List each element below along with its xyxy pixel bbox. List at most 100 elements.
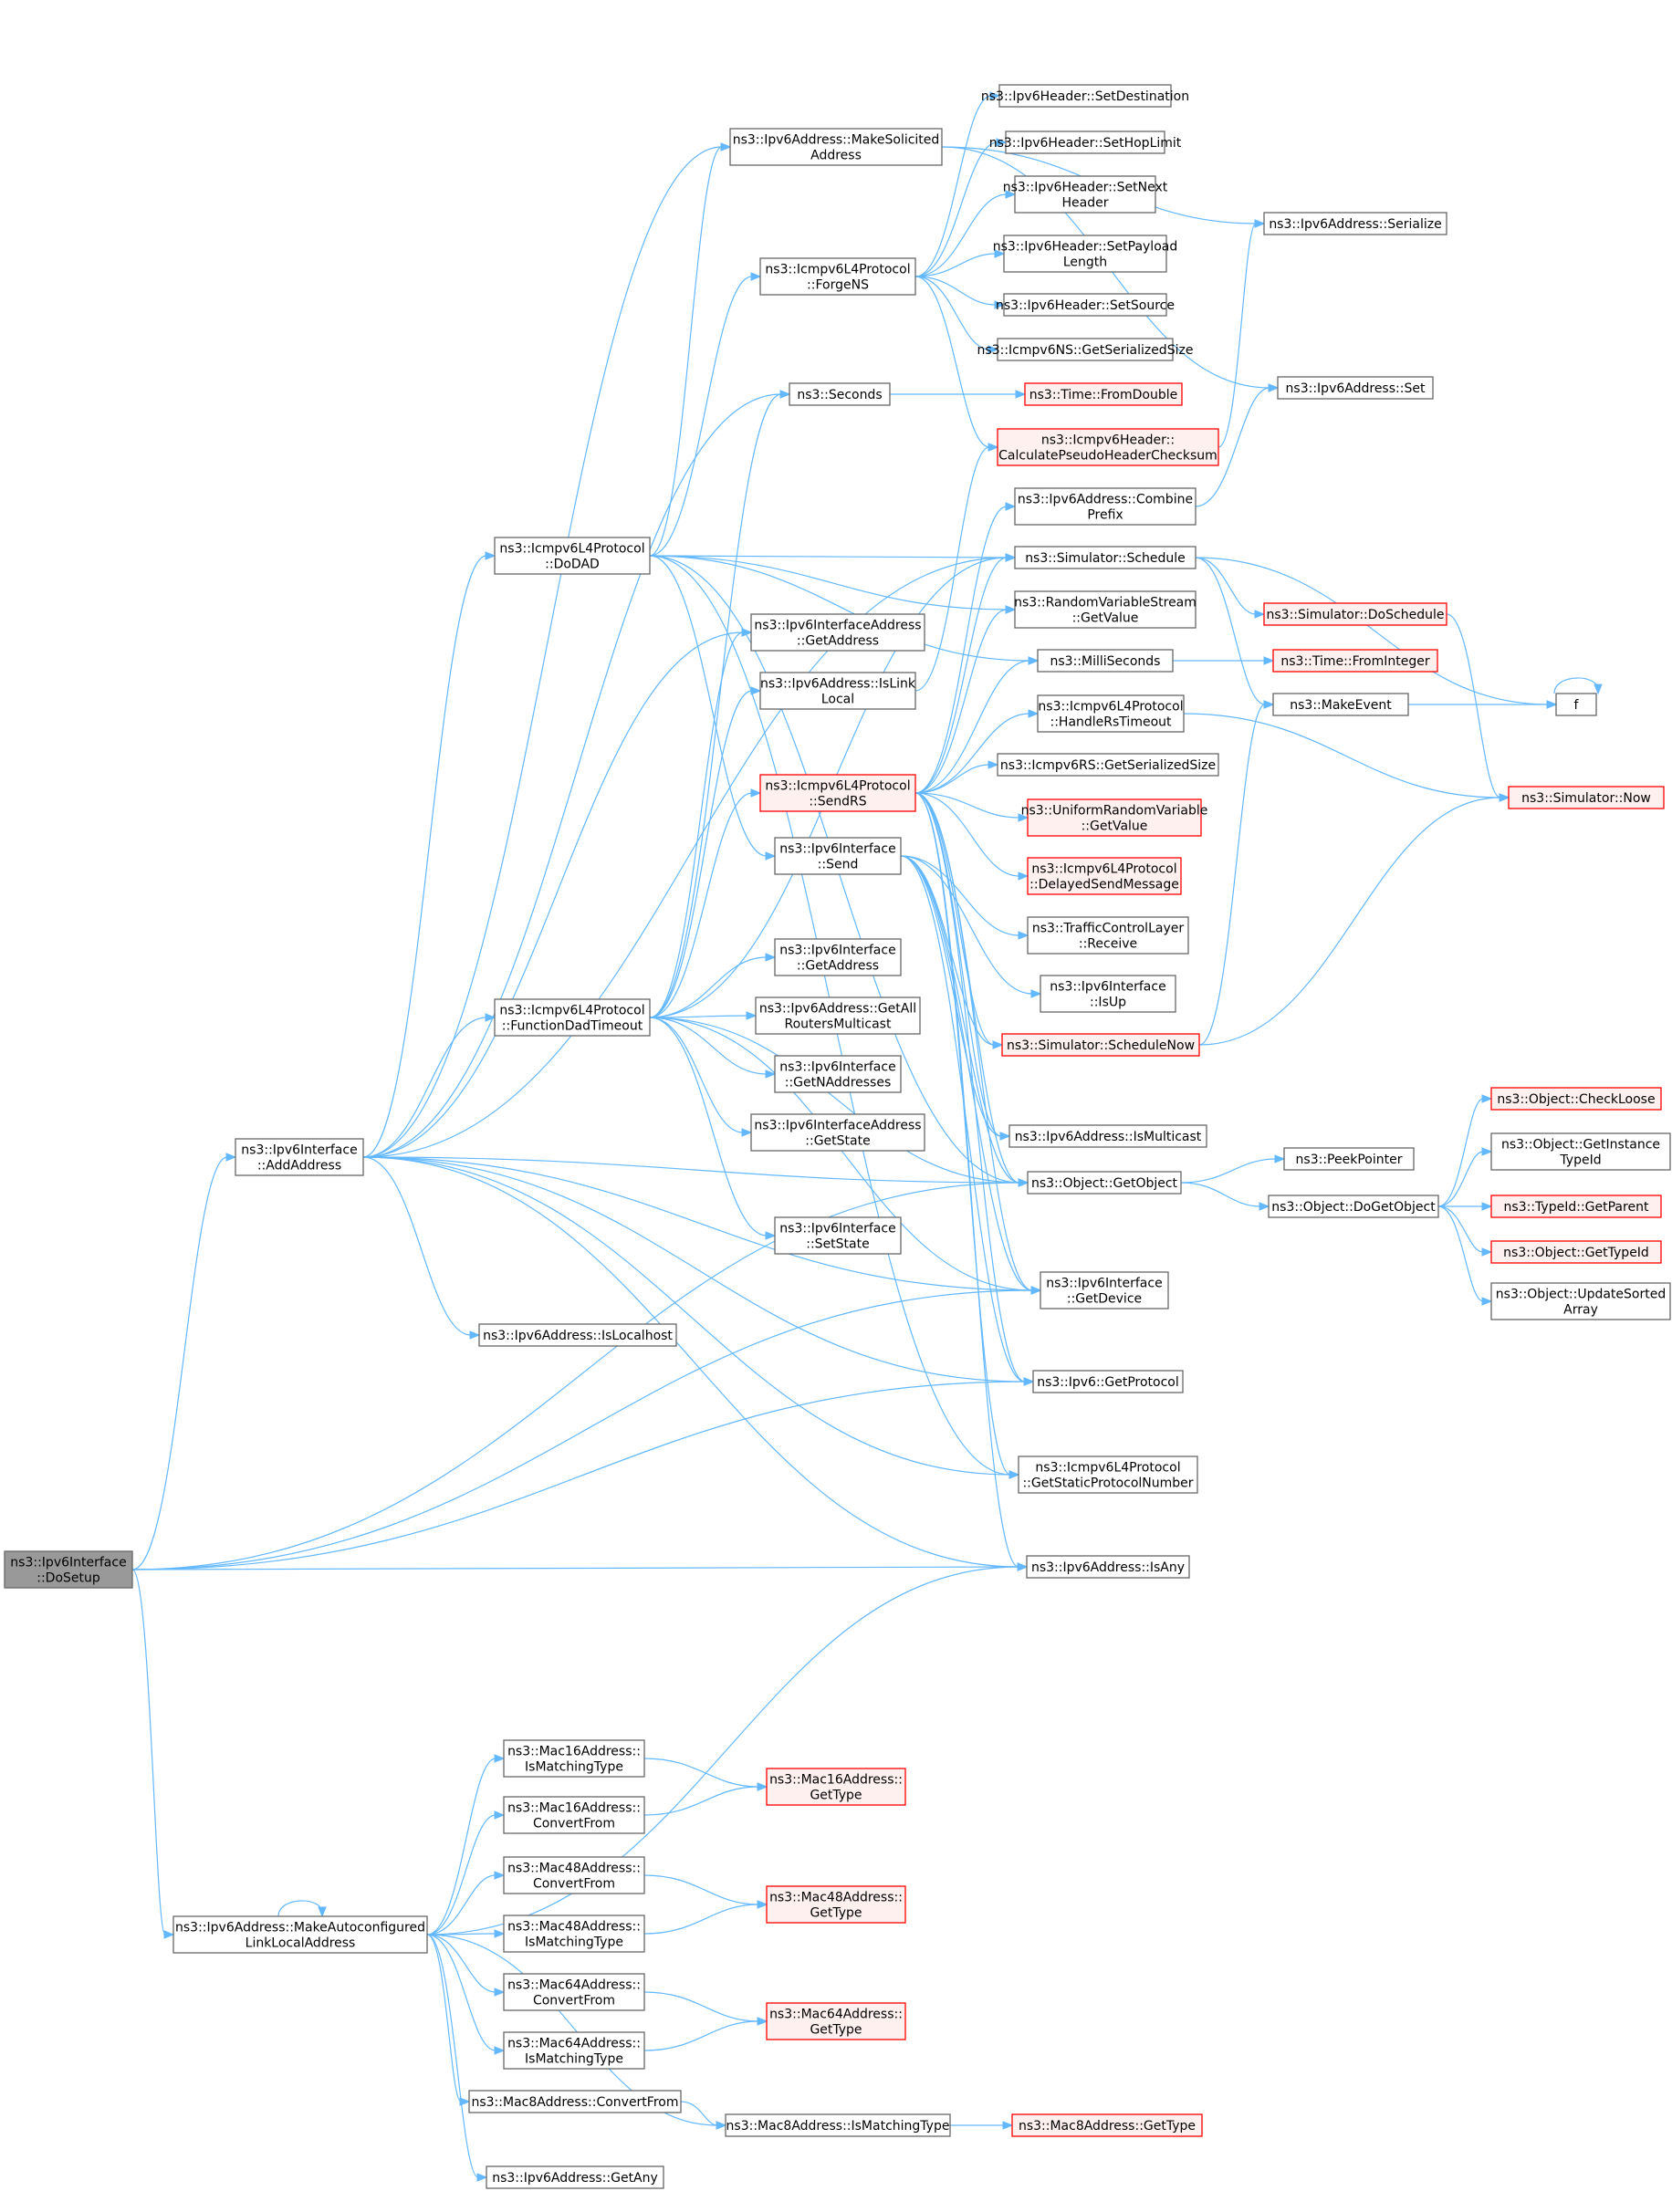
node-mac48_gettype[interactable]: ns3::Mac48Address::GetType bbox=[766, 1885, 906, 1924]
node-schedulenow[interactable]: ns3::Simulator::ScheduleNow bbox=[1001, 1033, 1200, 1057]
node-makeevent[interactable]: ns3::MakeEvent bbox=[1272, 693, 1409, 716]
edge-dosetup-to-getobject bbox=[131, 1182, 1020, 1570]
node-isany[interactable]: ns3::Ipv6Address::IsAny bbox=[1026, 1555, 1190, 1579]
edge-makeauto-to-mac8_convert bbox=[426, 1934, 462, 2102]
node-set[interactable]: ns3::Ipv6Address::Set bbox=[1277, 376, 1434, 400]
node-forgens[interactable]: ns3::Icmpv6L4Protocol::ForgeNS bbox=[759, 257, 916, 296]
node-combineprefix-label-0: ns3::Ipv6Address::Combine bbox=[1018, 493, 1193, 507]
node-send[interactable]: ns3::Ipv6Interface::Send bbox=[774, 837, 902, 875]
node-doschedule[interactable]: ns3::Simulator::DoSchedule bbox=[1263, 602, 1447, 626]
node-mac16_ismatching[interactable]: ns3::Mac16Address::IsMatchingType bbox=[503, 1739, 645, 1778]
node-setstate[interactable]: ns3::Ipv6Interface::SetState bbox=[774, 1216, 902, 1255]
node-mac64_convert-box bbox=[503, 1973, 645, 2011]
node-getallrouters-label-1: RoutersMulticast bbox=[785, 1017, 892, 1032]
node-getstaticproto[interactable]: ns3::Icmpv6L4Protocol::GetStaticProtocol… bbox=[1018, 1456, 1198, 1494]
node-fromdouble[interactable]: ns3::Time::FromDouble bbox=[1024, 382, 1183, 406]
edge-makeauto-to-isany bbox=[426, 1566, 1019, 1936]
edge-seconds-to-fromdouble-arrowhead bbox=[1015, 390, 1027, 399]
edge-mac8_ismatching-to-mac8_gettype-arrowhead bbox=[1002, 2121, 1014, 2130]
node-serialize[interactable]: ns3::Ipv6Address::Serialize bbox=[1263, 212, 1447, 235]
node-nsgetsize[interactable]: ns3::Icmpv6NS::GetSerializedSize bbox=[977, 338, 1194, 361]
node-rsgetsize-label-0: ns3::Icmpv6RS::GetSerializedSize bbox=[1000, 758, 1216, 773]
node-checkloose[interactable]: ns3::Object::CheckLoose bbox=[1490, 1087, 1662, 1111]
node-gettypeid-box bbox=[1490, 1240, 1662, 1264]
edge-sendrs-to-combineprefix-arrowhead bbox=[1005, 502, 1017, 511]
node-islocalhost[interactable]: ns3::Ipv6Address::IsLocalhost bbox=[478, 1323, 677, 1347]
edge-sendrs-to-schedulenow bbox=[914, 792, 995, 1046]
node-isup[interactable]: ns3::Ipv6Interface::IsUp bbox=[1040, 975, 1176, 1013]
node-peekpointer[interactable]: ns3::PeekPointer bbox=[1283, 1147, 1415, 1171]
node-rsgetsize[interactable]: ns3::Icmpv6RS::GetSerializedSize bbox=[997, 753, 1219, 777]
node-getobject[interactable]: ns3::Object::GetObject bbox=[1027, 1171, 1182, 1195]
node-uniform_getvalue[interactable]: ns3::UniformRandomVariable::GetValue bbox=[1021, 798, 1208, 837]
node-mac8_ismatching[interactable]: ns3::Mac8Address::IsMatchingType bbox=[725, 2113, 951, 2137]
node-addaddress[interactable]: ns3::Ipv6Interface::AddAddress bbox=[235, 1138, 364, 1176]
node-seconds[interactable]: ns3::Seconds bbox=[789, 382, 891, 406]
node-getdevice[interactable]: ns3::Ipv6Interface::GetDevice bbox=[1040, 1271, 1169, 1309]
edge-addaddress-to-schedule bbox=[362, 557, 1008, 1158]
node-getany[interactable]: ns3::Ipv6Address::GetAny bbox=[486, 2165, 664, 2189]
node-schedule[interactable]: ns3::Simulator::Schedule bbox=[1014, 546, 1197, 569]
node-setdestination[interactable]: ns3::Ipv6Header::SetDestination bbox=[981, 84, 1189, 108]
node-serialize-box bbox=[1263, 212, 1447, 235]
node-sethoplimit[interactable]: ns3::Ipv6Header::SetHopLimit bbox=[989, 130, 1182, 154]
node-nsgetsize-label-0: ns3::Icmpv6NS::GetSerializedSize bbox=[977, 343, 1194, 358]
node-mac8_convert[interactable]: ns3::Mac8Address::ConvertFrom bbox=[468, 2090, 682, 2113]
node-mac48_ismatching[interactable]: ns3::Mac48Address::IsMatchingType bbox=[503, 1915, 645, 1953]
node-mac64_ismatching[interactable]: ns3::Mac64Address::IsMatchingType bbox=[503, 2031, 645, 2070]
node-mac8_gettype[interactable]: ns3::Mac8Address::GetType bbox=[1011, 2113, 1203, 2137]
node-getprotocol[interactable]: ns3::Ipv6::GetProtocol bbox=[1032, 1370, 1184, 1393]
node-setsource[interactable]: ns3::Ipv6Header::SetSource bbox=[996, 293, 1175, 317]
node-ifaddr_getstate[interactable]: ns3::Ipv6InterfaceAddress::GetState bbox=[750, 1113, 925, 1152]
node-ipv6if_getaddress-box bbox=[774, 938, 902, 976]
node-pseudochecksum[interactable]: ns3::Icmpv6Header::CalculatePseudoHeader… bbox=[997, 428, 1219, 466]
node-makeauto-label-1: LinkLocalAddress bbox=[246, 1936, 356, 1951]
node-makeauto[interactable]: ns3::Ipv6Address::MakeAutoconfiguredLink… bbox=[172, 1915, 428, 1954]
node-rvs_getvalue[interactable]: ns3::RandomVariableStream::GetValue bbox=[1014, 590, 1197, 629]
node-mac16_gettype[interactable]: ns3::Mac16Address::GetType bbox=[766, 1768, 906, 1806]
node-delayedsend-box bbox=[1027, 857, 1182, 895]
node-mac16_convert[interactable]: ns3::Mac16Address::ConvertFrom bbox=[503, 1796, 645, 1834]
node-getnaddresses[interactable]: ns3::Ipv6Interface::GetNAddresses bbox=[774, 1055, 902, 1093]
node-now[interactable]: ns3::Simulator::Now bbox=[1508, 786, 1665, 809]
node-sendrs[interactable]: ns3::Icmpv6L4Protocol::SendRS bbox=[759, 774, 916, 812]
edge-milliseconds-to-frominteger-arrowhead bbox=[1263, 656, 1275, 665]
node-ifaddr_getaddress[interactable]: ns3::Ipv6InterfaceAddress::GetAddress bbox=[750, 613, 925, 652]
edge-sendrs-to-combineprefix bbox=[914, 506, 1008, 794]
edge-mac64_ismatching-to-mac64_gettype-arrowhead bbox=[757, 2017, 768, 2026]
node-ismulticast[interactable]: ns3::Ipv6Address::IsMulticast bbox=[1008, 1124, 1207, 1148]
node-tcl_receive[interactable]: ns3::TrafficControlLayer::Receive bbox=[1027, 916, 1189, 955]
edge-functiondad-to-ipv6if_getaddress-arrowhead bbox=[765, 953, 777, 962]
node-f-label-0: f bbox=[1574, 698, 1580, 713]
edge-functiondad-to-ifaddr_getstate-arrowhead bbox=[741, 1128, 753, 1137]
node-sethoplimit-label-0: ns3::Ipv6Header::SetHopLimit bbox=[989, 136, 1182, 151]
node-dogetobject[interactable]: ns3::Object::DoGetObject bbox=[1268, 1195, 1439, 1218]
node-handlerstimeout[interactable]: ns3::Icmpv6L4Protocol::HandleRsTimeout bbox=[1037, 694, 1185, 733]
node-frominteger[interactable]: ns3::Time::FromInteger bbox=[1272, 649, 1438, 673]
edge-forgens-to-nsgetsize bbox=[914, 276, 990, 350]
node-mac64_convert[interactable]: ns3::Mac64Address::ConvertFrom bbox=[503, 1973, 645, 2011]
node-milliseconds[interactable]: ns3::MilliSeconds bbox=[1037, 649, 1174, 673]
node-mac48_convert[interactable]: ns3::Mac48Address::ConvertFrom bbox=[503, 1856, 645, 1894]
node-gettypeid[interactable]: ns3::Object::GetTypeId bbox=[1490, 1240, 1662, 1264]
node-getparent[interactable]: ns3::TypeId::GetParent bbox=[1490, 1195, 1662, 1218]
node-delayedsend[interactable]: ns3::Icmpv6L4Protocol::DelayedSendMessag… bbox=[1027, 857, 1182, 895]
node-dodad[interactable]: ns3::Icmpv6L4Protocol::DoDAD bbox=[494, 537, 651, 575]
node-setsource-label-0: ns3::Ipv6Header::SetSource bbox=[996, 298, 1175, 313]
node-f[interactable]: f bbox=[1555, 693, 1597, 716]
node-isup-label-0: ns3::Ipv6Interface bbox=[1050, 980, 1165, 995]
edge-forgens-to-setsource bbox=[914, 276, 997, 306]
node-functiondad[interactable]: ns3::Icmpv6L4Protocol::FunctionDadTimeou… bbox=[494, 998, 651, 1037]
node-addaddress-box bbox=[235, 1138, 364, 1176]
edge-makeauto-to-mac64_ismatching bbox=[426, 1934, 496, 2051]
node-ipv6if_getaddress[interactable]: ns3::Ipv6Interface::GetAddress bbox=[774, 938, 902, 976]
node-mac64_gettype[interactable]: ns3::Mac64Address::GetType bbox=[766, 2002, 906, 2040]
